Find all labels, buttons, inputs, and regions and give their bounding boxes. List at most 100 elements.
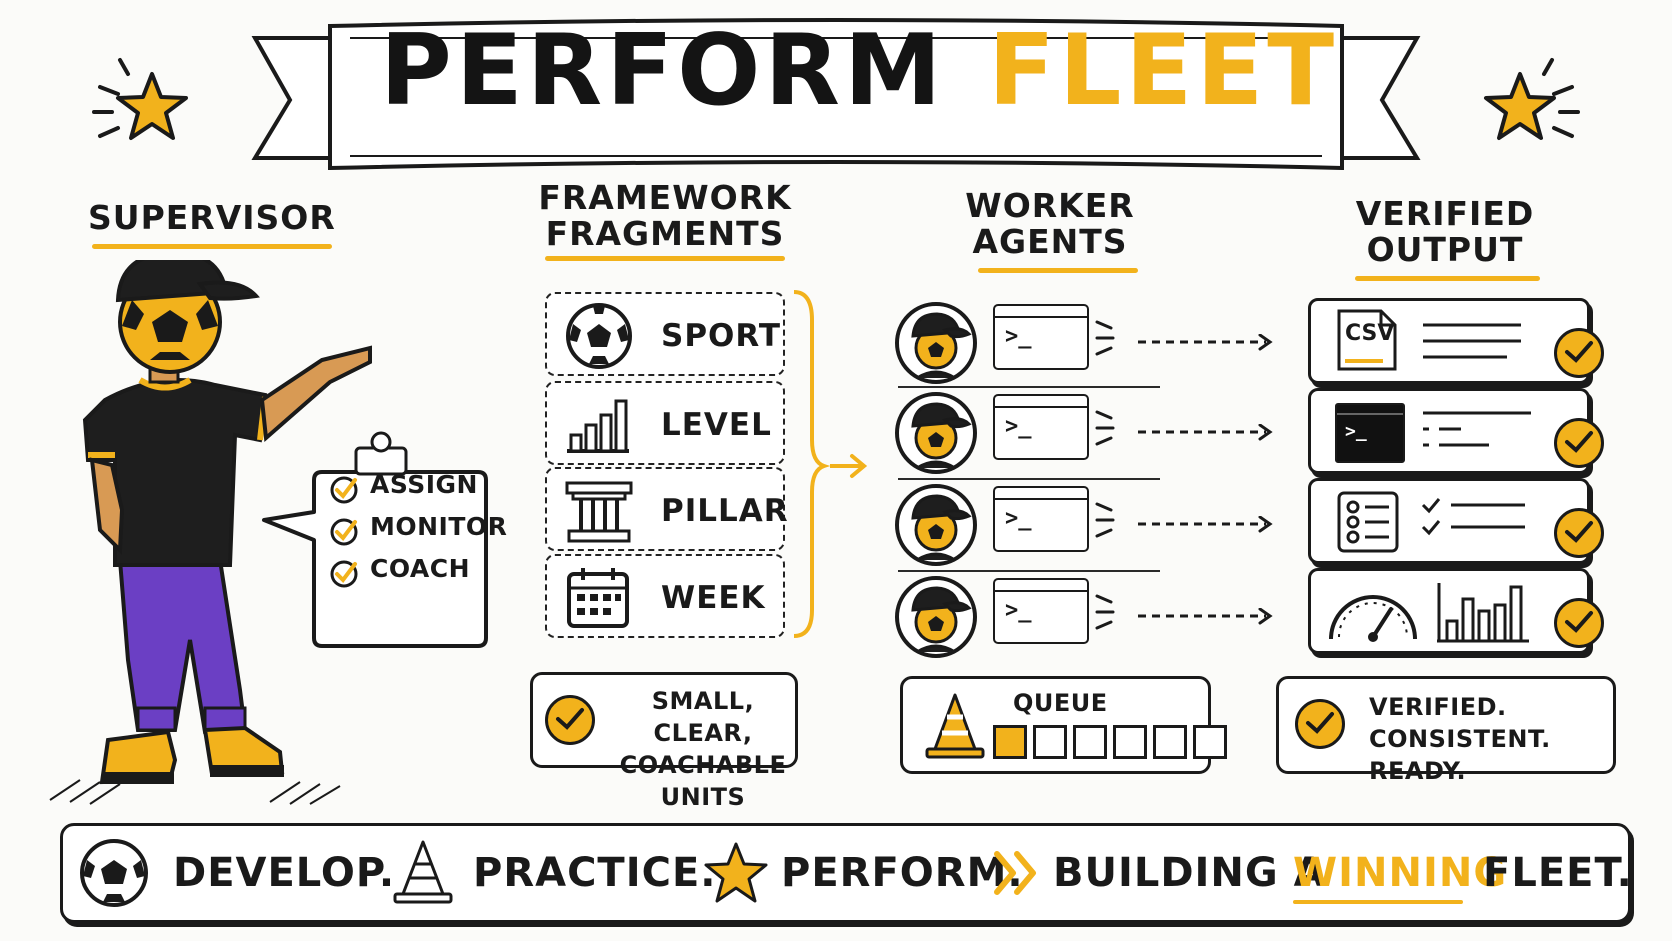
star-icon (1484, 58, 1580, 140)
check-circle-icon (330, 518, 358, 546)
terminal-prompt: >_ (1005, 324, 1032, 349)
signal-lines-icon (1095, 320, 1115, 356)
worker-avatar (895, 392, 977, 474)
soccer-ball-icon (80, 839, 148, 907)
fragment-pillar: PILLAR (545, 467, 788, 551)
terminal-prompt: >_ (1345, 421, 1367, 442)
output-title-line2: OUTPUT (1366, 230, 1524, 269)
output-card-metrics (1308, 568, 1590, 654)
checklist-doc-icon (1337, 491, 1399, 553)
footer-banner: DEVELOP. PRACTICE. PERFORM. BUILDING A W… (60, 823, 1633, 923)
text-lines-icon (1423, 323, 1521, 359)
footer-develop: DEVELOP. (173, 850, 396, 896)
fragments-note: SMALL, CLEAR, COACHABLE UNITS (530, 672, 798, 811)
check-icon (1554, 328, 1604, 378)
check-icon (1554, 418, 1604, 468)
output-title-line1: VERIFIED (1355, 194, 1535, 233)
footer-fleet: FLEET. (1483, 850, 1633, 896)
underline (1293, 900, 1463, 904)
title-fleet: FLEET (988, 14, 1339, 128)
checklist-item: COACH (370, 554, 471, 583)
terminal-window: >_ (993, 304, 1089, 370)
supervisor-label: SUPERVISOR (88, 198, 336, 237)
queue-label: QUEUE (1013, 689, 1108, 717)
workers-title-line2: AGENTS (972, 222, 1128, 261)
bar-chart-icon (567, 399, 629, 453)
fragment-label: PILLAR (661, 493, 789, 529)
checklist-item: ASSIGN (370, 470, 478, 499)
workers-title: WORKER AGENTS (950, 188, 1150, 260)
dashed-arrow-icon (1138, 424, 1273, 441)
check-icon (1554, 598, 1604, 648)
fragment-label: SPORT (661, 318, 782, 354)
fragment-label: LEVEL (661, 407, 772, 443)
footer-winning: WINNING (1293, 850, 1508, 896)
signal-lines-icon (1095, 594, 1115, 630)
bar-chart-icon (1437, 583, 1529, 643)
terminal-window: >_ (993, 486, 1089, 552)
output-card-terminal: >_ (1308, 388, 1590, 474)
queue-slot-empty (1113, 725, 1147, 759)
worker-row: >_ (893, 478, 1283, 568)
csv-file-icon (1337, 309, 1397, 371)
dashed-arrow-icon (1138, 516, 1273, 533)
soccer-ball-icon (566, 303, 632, 369)
footer-building: BUILDING A (1053, 850, 1326, 896)
dashed-arrow-icon (1138, 334, 1273, 351)
fragments-title: FRAMEWORK FRAGMENTS (535, 180, 795, 252)
worker-avatar (895, 484, 977, 566)
worker-avatar (895, 302, 977, 384)
divider (898, 570, 1160, 572)
gauge-icon (1329, 595, 1417, 642)
output-card-csv: CSV (1308, 298, 1590, 384)
output-note-line1: VERIFIED. (1369, 693, 1507, 721)
terminal-prompt: >_ (1005, 598, 1032, 623)
fragment-sport: SPORT (545, 292, 785, 376)
underline (545, 256, 785, 261)
brace-arrow-icon (793, 290, 868, 638)
double-chevron-icon (994, 851, 1036, 895)
fragment-label: WEEK (661, 580, 766, 616)
workers-title-line1: WORKER (965, 186, 1135, 225)
csv-label: CSV (1345, 321, 1395, 346)
fragments-note-line1: SMALL, CLEAR, (651, 687, 755, 747)
underline (92, 244, 332, 249)
calendar-icon (567, 568, 629, 628)
worker-row: >_ (893, 570, 1283, 660)
signal-lines-icon (1095, 502, 1115, 538)
checklist-item: MONITOR (370, 512, 508, 541)
queue-slot-empty (1153, 725, 1187, 759)
check-icon (1295, 699, 1345, 749)
terminal-window: >_ (993, 578, 1089, 644)
check-circle-icon (330, 560, 358, 588)
queue-slot-empty (1193, 725, 1227, 759)
queue-slot-empty (1033, 725, 1067, 759)
fragments-title-line2: FRAGMENTS (545, 214, 785, 253)
title-banner (251, 18, 1421, 171)
divider (898, 478, 1160, 480)
title-perform: PERFORM (380, 14, 946, 128)
output-note-line2: CONSISTENT. READY. (1369, 725, 1551, 785)
worker-row: >_ (893, 386, 1283, 476)
terminal-prompt: >_ (1005, 414, 1032, 439)
supervisor-figure (49, 260, 372, 805)
fragments-note-text: SMALL, CLEAR, COACHABLE UNITS (613, 685, 793, 813)
fragments-note-line2: COACHABLE UNITS (619, 751, 787, 811)
queue-slot-empty (1073, 725, 1107, 759)
output-note: VERIFIED. CONSISTENT. READY. (1276, 676, 1616, 785)
output-card-checklist (1308, 478, 1590, 564)
footer-practice: PRACTICE. (473, 850, 717, 896)
check-icon (1554, 508, 1604, 558)
underline (1355, 276, 1540, 281)
traffic-cone-icon (925, 693, 985, 759)
terminal-window: >_ (993, 394, 1089, 460)
star-icon (704, 842, 768, 903)
output-note-text: VERIFIED. CONSISTENT. READY. (1369, 691, 1613, 787)
fragments-title-line1: FRAMEWORK (538, 178, 792, 217)
checked-lines-icon (1421, 498, 1525, 536)
dashed-arrow-icon (1138, 608, 1273, 625)
underline (978, 268, 1138, 273)
traffic-cone-icon (393, 840, 453, 904)
text-lines-icon (1423, 411, 1531, 447)
divider (898, 386, 1160, 388)
